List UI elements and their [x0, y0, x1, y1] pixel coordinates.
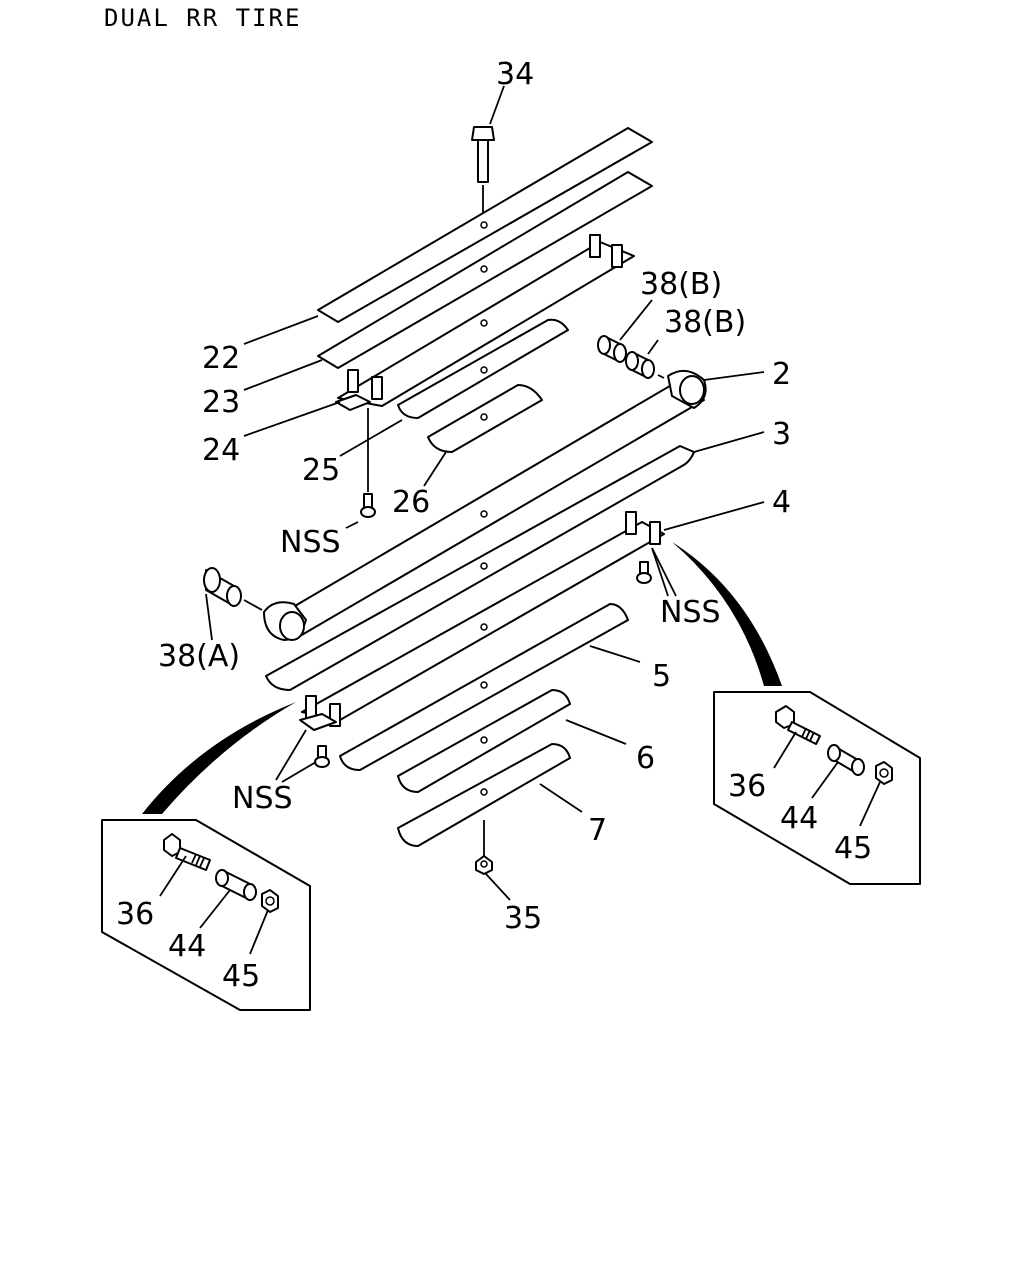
label-left-44: 44 — [168, 929, 206, 964]
leaf-25 — [397, 318, 569, 419]
spacer-44-right — [827, 744, 865, 776]
leaf-23 — [317, 171, 653, 369]
detail-box-left — [101, 819, 311, 1011]
label-right-36: 36 — [728, 769, 766, 804]
label-26: 26 — [392, 485, 430, 520]
label-right-45: 45 — [834, 831, 872, 866]
spacer-44-left — [215, 869, 257, 901]
leaf-24 — [335, 234, 635, 492]
nut-45-left — [261, 889, 279, 913]
main-leaf-2 — [263, 369, 707, 641]
label-38b-1: 38(B) — [640, 267, 722, 302]
label-6: 6 — [636, 741, 655, 776]
nut-35 — [475, 855, 493, 875]
label-35: 35 — [504, 901, 542, 936]
label-2: 2 — [772, 357, 791, 392]
callout-arrow-right — [672, 542, 782, 686]
leaf-3 — [265, 445, 695, 691]
label-right-44: 44 — [780, 801, 818, 836]
label-left-45: 45 — [222, 959, 260, 994]
label-38a: 38(A) — [158, 639, 240, 674]
nss-screw-left — [314, 745, 330, 768]
leader-lines — [205, 85, 765, 901]
nss-screw-top — [360, 493, 376, 518]
bolt-34 — [471, 126, 495, 222]
label-nss-2: NSS — [660, 595, 721, 630]
label-4: 4 — [772, 485, 791, 520]
label-nss-3: NSS — [232, 781, 293, 816]
leaf-7 — [397, 743, 571, 856]
label-left-36: 36 — [116, 897, 154, 932]
label-24: 24 — [202, 433, 240, 468]
label-23: 23 — [202, 385, 240, 420]
bushing-38a — [203, 567, 263, 611]
leaf-5 — [339, 603, 629, 771]
label-25: 25 — [302, 453, 340, 488]
label-38b-2: 38(B) — [664, 305, 746, 340]
bolt-36-right — [775, 705, 821, 745]
label-3: 3 — [772, 417, 791, 452]
detail-box-right — [713, 691, 921, 885]
label-34: 34 — [496, 57, 534, 92]
leaf-22 — [317, 127, 653, 323]
leaf-6 — [397, 689, 571, 793]
leaf-4 — [299, 511, 665, 731]
leaf-26 — [427, 384, 543, 453]
nut-45-right — [875, 761, 893, 785]
page-title: DUAL RR TIRE — [104, 4, 302, 32]
label-nss-1: NSS — [280, 525, 341, 560]
label-7: 7 — [588, 813, 607, 848]
label-5: 5 — [652, 659, 671, 694]
label-22: 22 — [202, 341, 240, 376]
nss-screw-right — [636, 561, 652, 584]
bushing-38b-2 — [625, 351, 655, 379]
bolt-36-left — [163, 833, 211, 871]
callout-arrow-left — [142, 702, 296, 814]
bushing-38b-1 — [597, 335, 627, 363]
